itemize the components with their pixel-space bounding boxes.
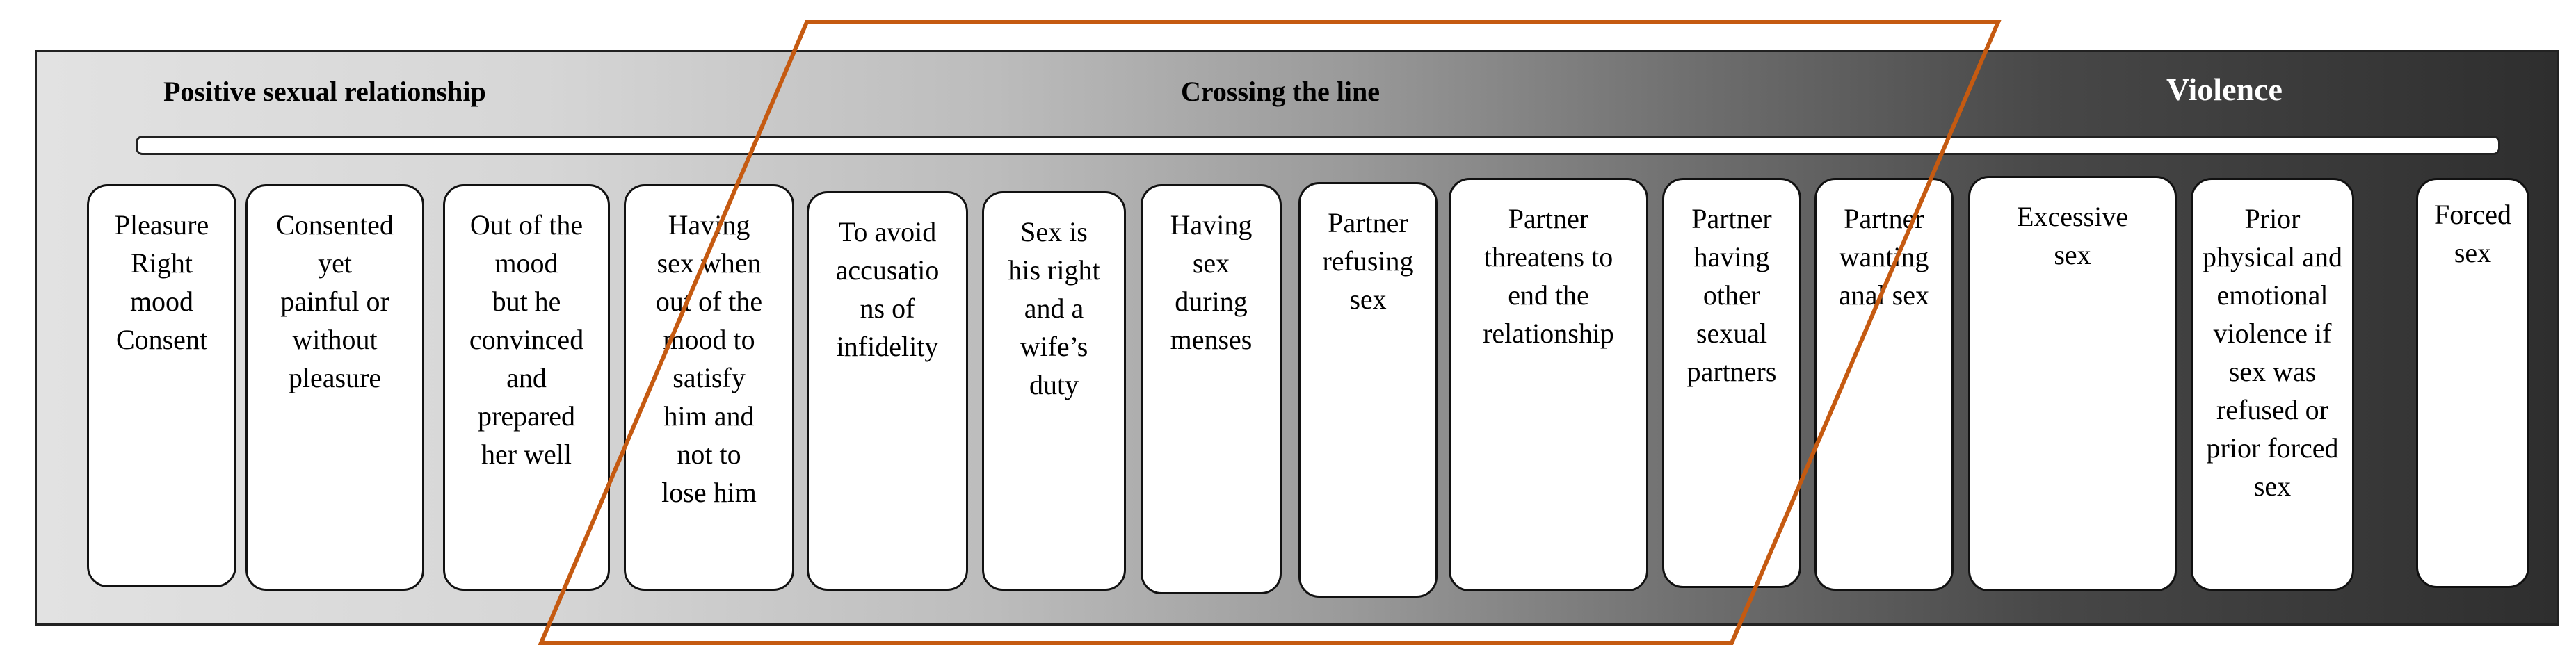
category-box: Sex is his right and a wife’s duty xyxy=(982,191,1126,591)
category-box: Having sex when out of the mood to satis… xyxy=(624,184,794,591)
category-box: Partner wanting anal sex xyxy=(1814,178,1954,591)
continuum-bar xyxy=(136,136,2500,155)
category-box: Partner threatens to end the relationshi… xyxy=(1449,178,1648,591)
category-box: Consented yet painful or without pleasur… xyxy=(245,184,424,591)
category-box: Out of the mood but he convinced and pre… xyxy=(443,184,610,591)
category-box: Prior physical and emotional violence if… xyxy=(2191,178,2354,591)
category-box: Having sex during menses xyxy=(1141,184,1282,594)
category-box: Pleasure Right mood Consent xyxy=(87,184,236,587)
category-box: Partner having other sexual partners xyxy=(1662,178,1801,588)
heading-positive-sexual-relationship: Positive sexual relationship xyxy=(163,76,486,107)
category-box: Partner refusing sex xyxy=(1298,182,1438,598)
heading-violence: Violence xyxy=(2166,72,2283,107)
category-box: Forced sex xyxy=(2416,178,2529,588)
heading-crossing-the-line: Crossing the line xyxy=(1181,76,1380,107)
category-box: To avoid accusatio ns of infidelity xyxy=(807,191,968,591)
category-box: Excessive sex xyxy=(1968,176,2177,591)
